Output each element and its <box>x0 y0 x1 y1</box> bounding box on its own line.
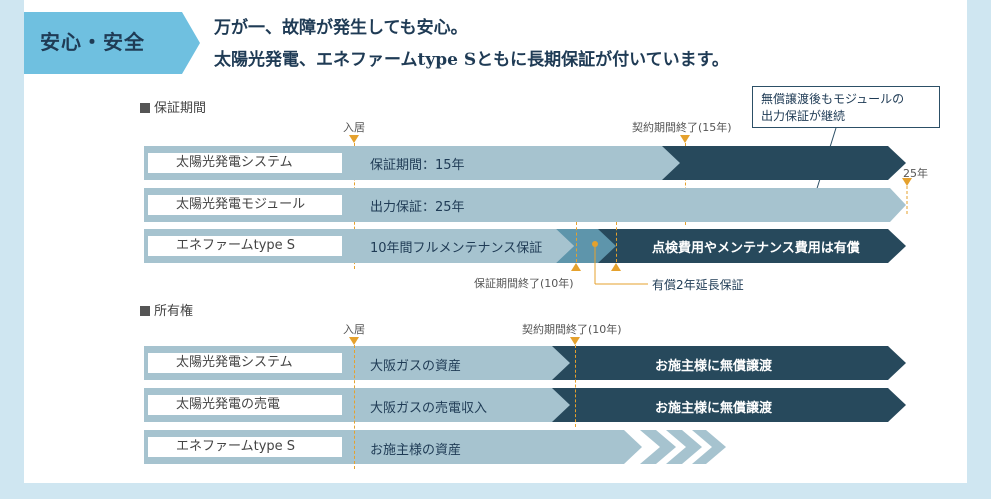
warranty-contract-end-label: 契約期間終了(15年) <box>632 121 732 134</box>
warranty-row-text: 10年間フルメンテナンス保証 <box>370 241 543 256</box>
warranty-title-text: 保証期間 <box>154 101 207 116</box>
ownership-section-title: 所有権 <box>140 300 193 319</box>
move-in-marker-icon <box>349 135 359 143</box>
ownership-row-dark-text: お施主様に無償譲渡 <box>655 401 773 416</box>
warranty-row-text: 保証期間：15年 <box>370 158 465 173</box>
warranty-row-label: 太陽光発電システム <box>148 153 342 173</box>
ownership-row-label: 太陽光発電の売電 <box>148 395 342 415</box>
chevron-arrow-icon <box>666 430 702 464</box>
warranty-end-marker-icon <box>571 263 581 271</box>
warranty-end-guide-line <box>576 222 577 262</box>
badge-label: 安心・安全 <box>40 30 145 54</box>
warranty-row-text: 出力保証：25年 <box>370 200 465 215</box>
headline-line1: 万が一、故障が発生しても安心。 <box>214 18 468 38</box>
callout-line1: 無償譲渡後もモジュールの <box>761 92 905 106</box>
move-in-guide-line <box>354 345 355 469</box>
ownership-row-text: 大阪ガスの資産 <box>370 359 462 374</box>
warranty-row-dark-text: 点検費用やメンテナンス費用は有償 <box>652 241 860 256</box>
ownership-row-dark-text: お施主様に無償譲渡 <box>655 359 773 374</box>
move-in-marker-icon <box>349 337 359 345</box>
safety-badge <box>24 12 200 74</box>
warranty-row-label: 太陽光発電モジュール <box>148 195 342 215</box>
extension-end-guide-line <box>616 222 617 262</box>
warranty-bar-enefarm-paid <box>598 229 906 263</box>
callout-line2: 出力保証が継続 <box>761 109 846 123</box>
warranty-row-label: エネファームtype S <box>148 236 342 256</box>
ownership-move-in-label: 入居 <box>343 323 365 336</box>
warranty-bar-solar-system-after <box>662 146 906 180</box>
warranty-section-title: 保証期間 <box>140 97 206 116</box>
ownership-contract-end-label: 契約期間終了(10年) <box>522 323 622 336</box>
extension-label: 有償2年延長保証 <box>652 278 744 292</box>
continuation-callout: 無償譲渡後もモジュールの 出力保証が継続 <box>752 86 940 128</box>
warranty-bar-enefarm-extension <box>556 229 618 263</box>
contract-end-guide-line <box>685 143 686 225</box>
warranty-end-label: 25年 <box>903 167 928 180</box>
ownership-row-label: エネファームtype S <box>148 437 342 457</box>
ownership-row-label: 太陽光発電システム <box>148 353 342 373</box>
headline-line2: 太陽光発電、エネファームtype Sともに長期保証が付いています。 <box>214 50 729 70</box>
ownership-row-text: お施主様の資産 <box>370 443 462 458</box>
ownership-bar-solar-system-transfer <box>552 346 906 380</box>
warranty-move-in-label: 入居 <box>343 121 365 134</box>
extension-end-marker-icon <box>611 263 621 271</box>
contract-end-marker-icon <box>570 337 580 345</box>
extension-dot-icon <box>592 241 598 247</box>
chevron-arrow-icon <box>640 430 676 464</box>
chevron-arrow-icon <box>692 430 726 464</box>
square-bullet-icon <box>140 103 150 113</box>
contract-end-marker-icon <box>680 135 690 143</box>
warranty-end-label: 保証期間終了(10年) <box>474 277 574 290</box>
square-bullet-icon <box>140 306 150 316</box>
ownership-row-text: 大阪ガスの売電収入 <box>370 401 488 416</box>
contract-end-guide-line <box>575 345 576 427</box>
end-marker-icon <box>902 178 912 186</box>
ownership-bar-power-sales-transfer <box>552 388 906 422</box>
ownership-title-text: 所有権 <box>154 304 194 319</box>
